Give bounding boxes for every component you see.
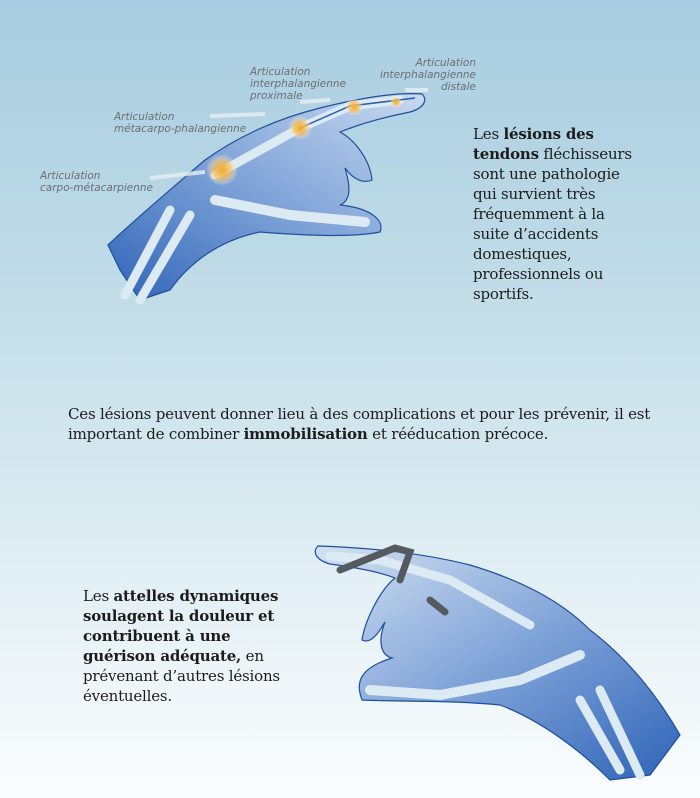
intro-paragraph: Les lésions des tendons fléchisseurs son… bbox=[473, 124, 645, 304]
label-line: distale bbox=[441, 81, 476, 93]
bottom-paragraph: Les attelles dynamiques soulagent la dou… bbox=[83, 586, 288, 706]
text: Les bbox=[473, 125, 504, 143]
label-interphalangienne-proximale: Articulation interphalangienne proximale bbox=[250, 66, 346, 102]
text: Ces lésions peuvent donner lieu à des co… bbox=[68, 405, 651, 443]
text: et rééducation précoce. bbox=[367, 425, 549, 443]
label-line: interphalangienne bbox=[379, 69, 476, 81]
label-line: proximale bbox=[250, 90, 303, 102]
label-line: métacarpo-phalangienne bbox=[114, 123, 247, 135]
label-carpo-metacarpienne: Articulation carpo-métacarpienne bbox=[40, 170, 153, 194]
label-line: Articulation bbox=[250, 66, 311, 78]
bold-text: lésions des tendons bbox=[473, 125, 594, 163]
text: fléchisseurs sont une pathologie qui sur… bbox=[473, 145, 632, 303]
label-interphalangienne-distale: Articulation interphalangienne distale bbox=[366, 57, 476, 93]
bold-text: immobilisation bbox=[243, 425, 368, 443]
middle-paragraph: Ces lésions peuvent donner lieu à des co… bbox=[68, 404, 688, 444]
text: Les bbox=[83, 587, 114, 605]
label-line: Articulation bbox=[415, 57, 476, 69]
text: en prévenant d’autres lésions éventuelle… bbox=[83, 647, 280, 705]
label-metacarpo-phalangienne: Articulation métacarpo-phalangienne bbox=[114, 111, 246, 135]
label-line: interphalangienne bbox=[250, 78, 347, 90]
bottom-hand-with-splint bbox=[314, 544, 681, 781]
label-line: Articulation bbox=[40, 170, 101, 182]
top-hand bbox=[107, 88, 428, 305]
label-line: carpo-métacarpienne bbox=[40, 182, 153, 194]
label-line: Articulation bbox=[114, 111, 175, 123]
bold-text: attelles dynamiques soulagent la douleur… bbox=[83, 587, 279, 665]
